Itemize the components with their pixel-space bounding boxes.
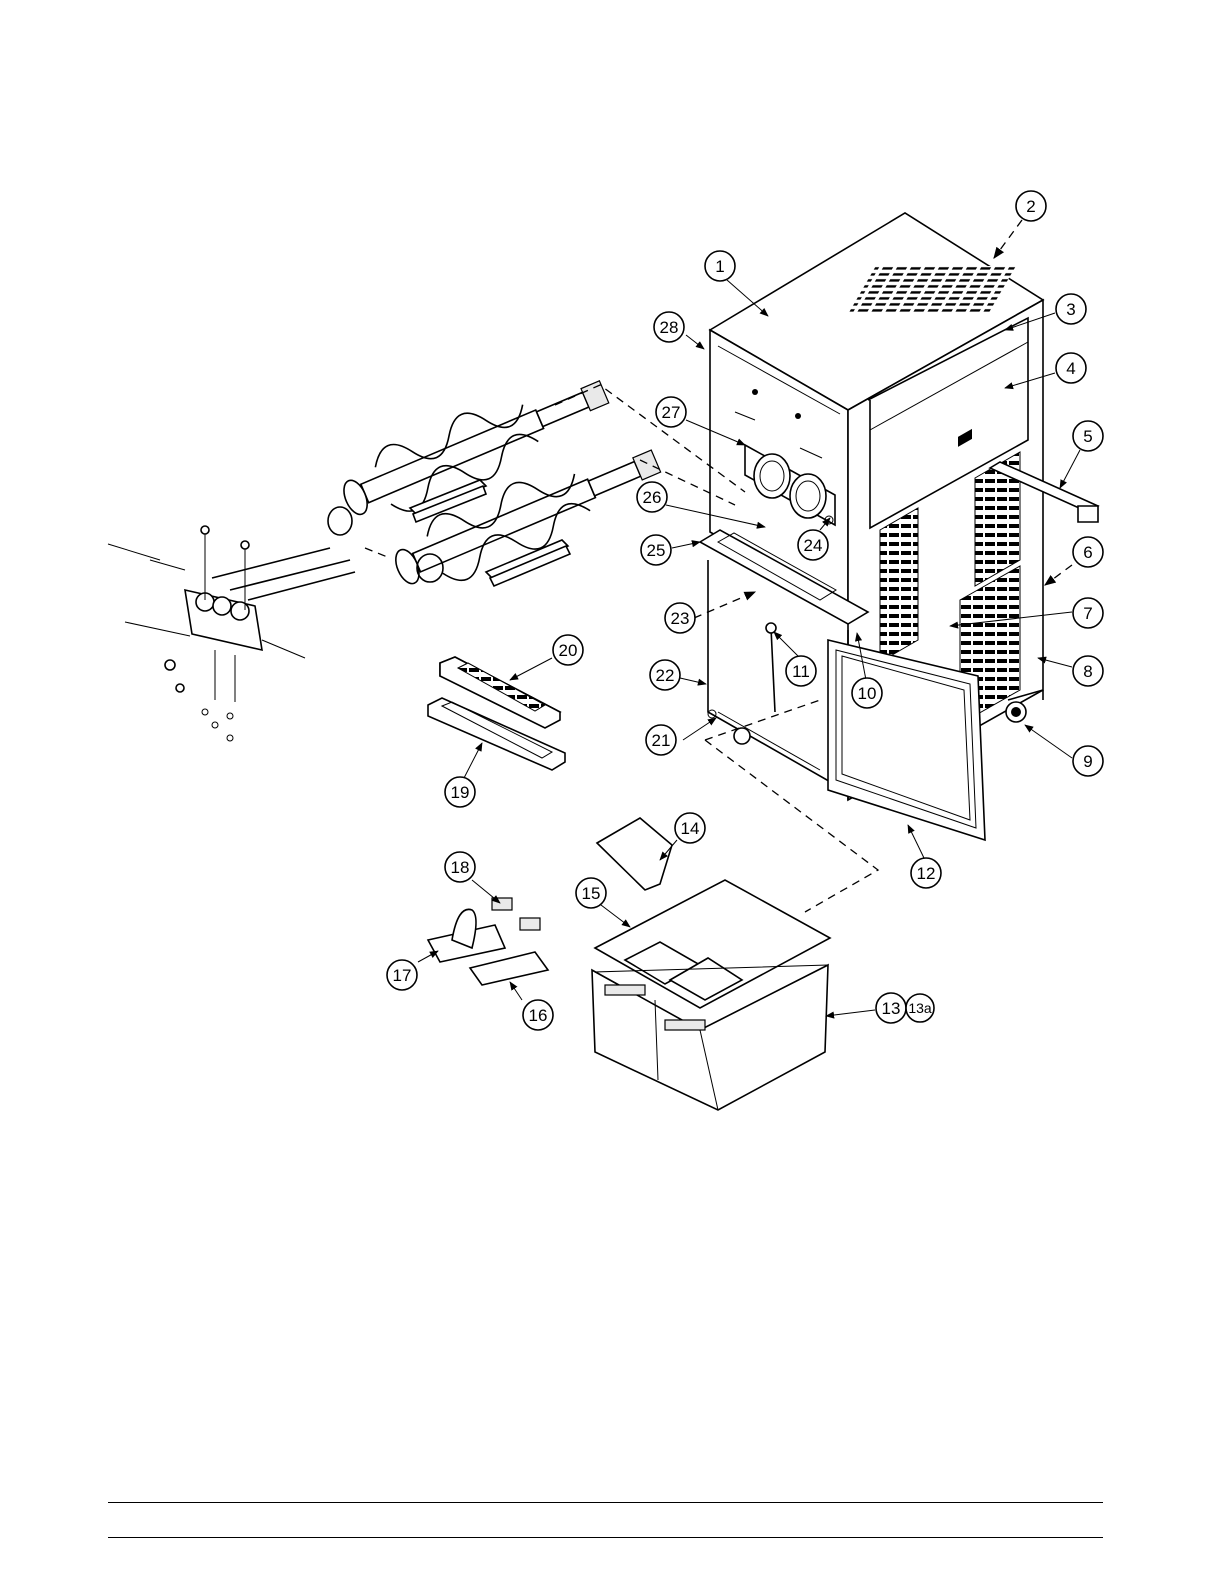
callout-27: 27 xyxy=(656,397,686,427)
callout-3: 3 xyxy=(1056,294,1086,324)
svg-text:18: 18 xyxy=(451,858,470,877)
svg-text:13: 13 xyxy=(882,999,901,1018)
svg-text:3: 3 xyxy=(1066,300,1075,319)
svg-text:5: 5 xyxy=(1083,427,1092,446)
svg-text:27: 27 xyxy=(662,403,681,422)
callout-13: 13 xyxy=(876,993,906,1023)
hopper-parts xyxy=(428,700,878,1110)
callout-24: 24 xyxy=(798,530,828,560)
svg-text:24: 24 xyxy=(804,536,823,555)
callout-19: 19 xyxy=(445,777,475,807)
callout-9: 9 xyxy=(1073,746,1103,776)
callout-21: 21 xyxy=(646,725,676,755)
callout-18: 18 xyxy=(445,852,475,882)
svg-text:22: 22 xyxy=(656,666,675,685)
svg-text:19: 19 xyxy=(451,783,470,802)
draw-rod xyxy=(766,623,776,712)
callout-14: 14 xyxy=(675,813,705,843)
svg-text:11: 11 xyxy=(792,662,810,681)
svg-text:15: 15 xyxy=(582,884,601,903)
callout-23: 23 xyxy=(665,603,695,633)
funnel xyxy=(597,818,672,890)
footer-rule-top xyxy=(108,1502,1103,1503)
svg-text:9: 9 xyxy=(1083,752,1092,771)
callout-10: 10 xyxy=(852,678,882,708)
callout-8: 8 xyxy=(1073,656,1103,686)
callout-7: 7 xyxy=(1073,598,1103,628)
callout-13a: 13a xyxy=(906,994,934,1022)
footer-rule-bottom xyxy=(108,1537,1103,1538)
svg-text:2: 2 xyxy=(1026,197,1035,216)
spinner-plate xyxy=(470,952,548,985)
callout-20: 20 xyxy=(553,635,583,665)
callout-17: 17 xyxy=(387,960,417,990)
svg-text:17: 17 xyxy=(393,966,412,985)
svg-text:10: 10 xyxy=(858,684,877,703)
svg-text:4: 4 xyxy=(1066,359,1075,378)
svg-text:13a: 13a xyxy=(908,1000,932,1016)
svg-text:6: 6 xyxy=(1083,543,1092,562)
svg-text:28: 28 xyxy=(660,318,679,337)
dispensing-door xyxy=(108,526,355,741)
drip-tray-parts xyxy=(428,657,565,770)
callout-5: 5 xyxy=(1073,421,1103,451)
machine-cabinet xyxy=(700,213,1098,840)
callout-26: 26 xyxy=(637,482,667,512)
svg-text:23: 23 xyxy=(671,609,690,628)
svg-text:8: 8 xyxy=(1083,662,1092,681)
svg-text:16: 16 xyxy=(529,1006,548,1025)
svg-text:26: 26 xyxy=(643,488,662,507)
callout-22: 22 xyxy=(650,660,680,690)
callout-2: 2 xyxy=(1016,191,1046,221)
callout-15: 15 xyxy=(576,878,606,908)
callout-16: 16 xyxy=(523,1000,553,1030)
callout-6: 6 xyxy=(1073,537,1103,567)
svg-text:20: 20 xyxy=(559,641,578,660)
svg-text:1: 1 xyxy=(715,257,724,276)
svg-text:25: 25 xyxy=(647,541,666,560)
callout-4: 4 xyxy=(1056,353,1086,383)
callout-11: 11 xyxy=(786,656,816,686)
callout-28: 28 xyxy=(654,312,684,342)
callout-12: 12 xyxy=(911,858,941,888)
svg-text:14: 14 xyxy=(681,819,700,838)
svg-text:12: 12 xyxy=(917,864,936,883)
svg-text:7: 7 xyxy=(1083,604,1092,623)
svg-text:21: 21 xyxy=(652,731,671,750)
callout-1: 1 xyxy=(705,251,735,281)
top-vent-grille xyxy=(848,266,1016,314)
callout-25: 25 xyxy=(641,535,671,565)
